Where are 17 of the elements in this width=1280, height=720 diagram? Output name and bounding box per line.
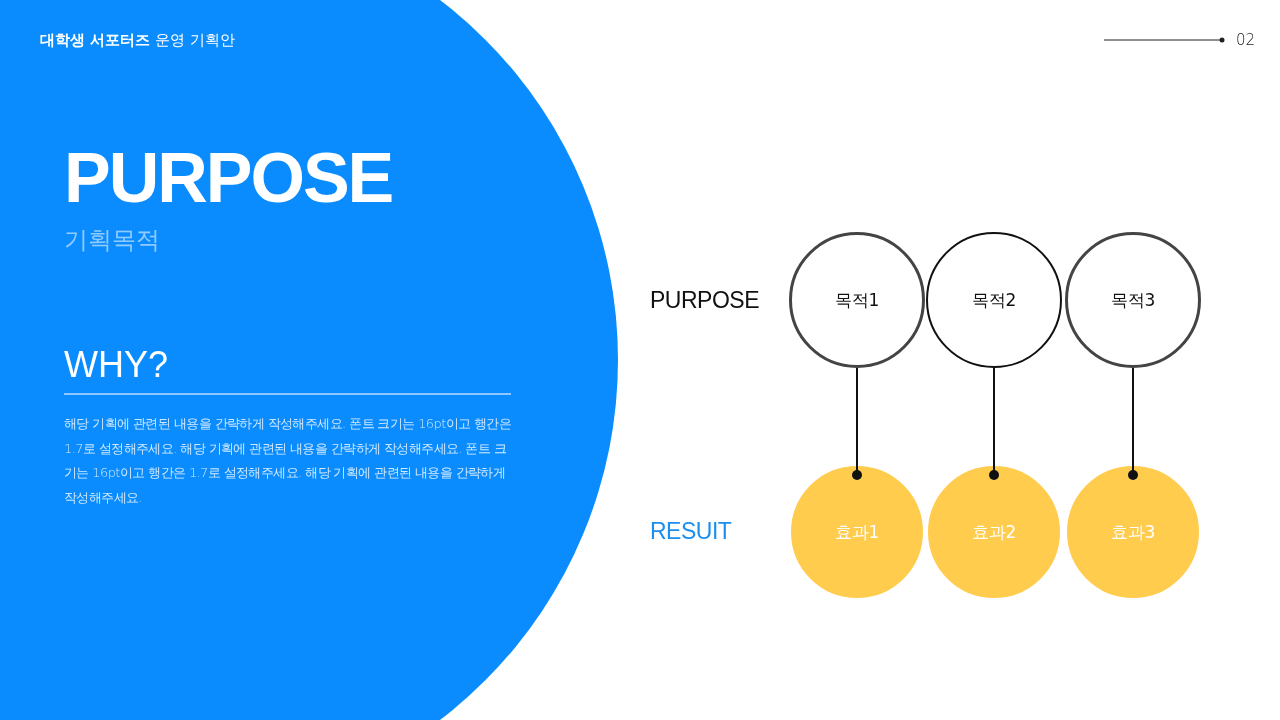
connector-line	[852, 367, 862, 480]
connector-line	[1128, 367, 1138, 480]
connector-line	[989, 367, 999, 480]
section-heading: WHY?	[64, 343, 168, 387]
node-label: 목적1	[834, 288, 880, 312]
title: PURPOSE	[64, 138, 393, 218]
body-paragraph: 해당 기획에 관련된 내용을 간략하게 작성해주세요. 폰트 크기는 16pt이고 행간은 1.7로 설정해주세요. 해당 기획에 관련된 내용을 간략하게 작성해주세요. 폰트 크기는 16pt이고 행간은 1.7로 설정해주세요. 해당 기획에 관련된 내용을 간략하게 작성해주세요.	[64, 415, 513, 508]
node-label: 목적2	[971, 288, 1017, 312]
row-label: RESUIT	[650, 518, 732, 546]
page-number: 02	[1236, 31, 1256, 49]
node-label: 목적3	[1110, 288, 1156, 312]
node-label: 효과1	[834, 520, 880, 544]
node-label: 효과2	[971, 520, 1017, 544]
node-label: 효과3	[1110, 520, 1156, 544]
header-text: 대학생 서포터즈 운영 기획안	[40, 31, 235, 49]
subtitle: 기획목적	[64, 226, 160, 255]
row-label: PURPOSE	[650, 287, 759, 315]
